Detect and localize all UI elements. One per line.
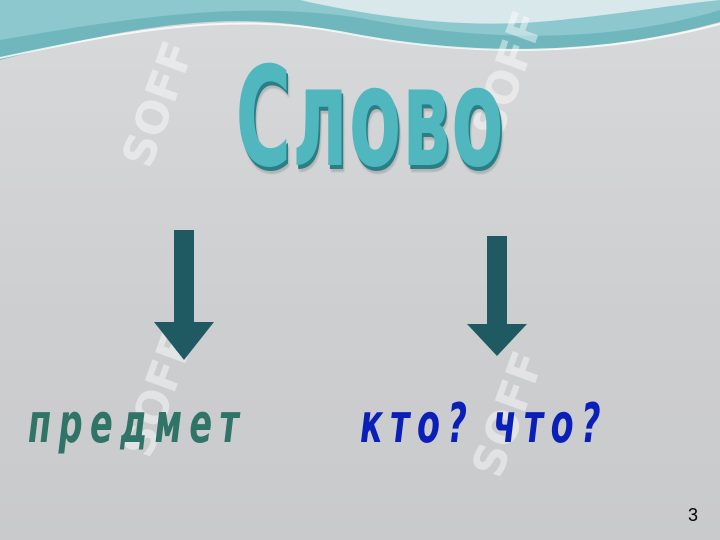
label-question: кто? что? bbox=[360, 392, 608, 455]
slide-title: Слово bbox=[235, 37, 505, 198]
header-wave bbox=[0, 0, 720, 60]
page-number: 3 bbox=[687, 505, 698, 525]
label-subject: предмет bbox=[28, 392, 247, 455]
down-arrow-icon bbox=[154, 230, 214, 360]
down-arrow-icon bbox=[467, 236, 527, 356]
